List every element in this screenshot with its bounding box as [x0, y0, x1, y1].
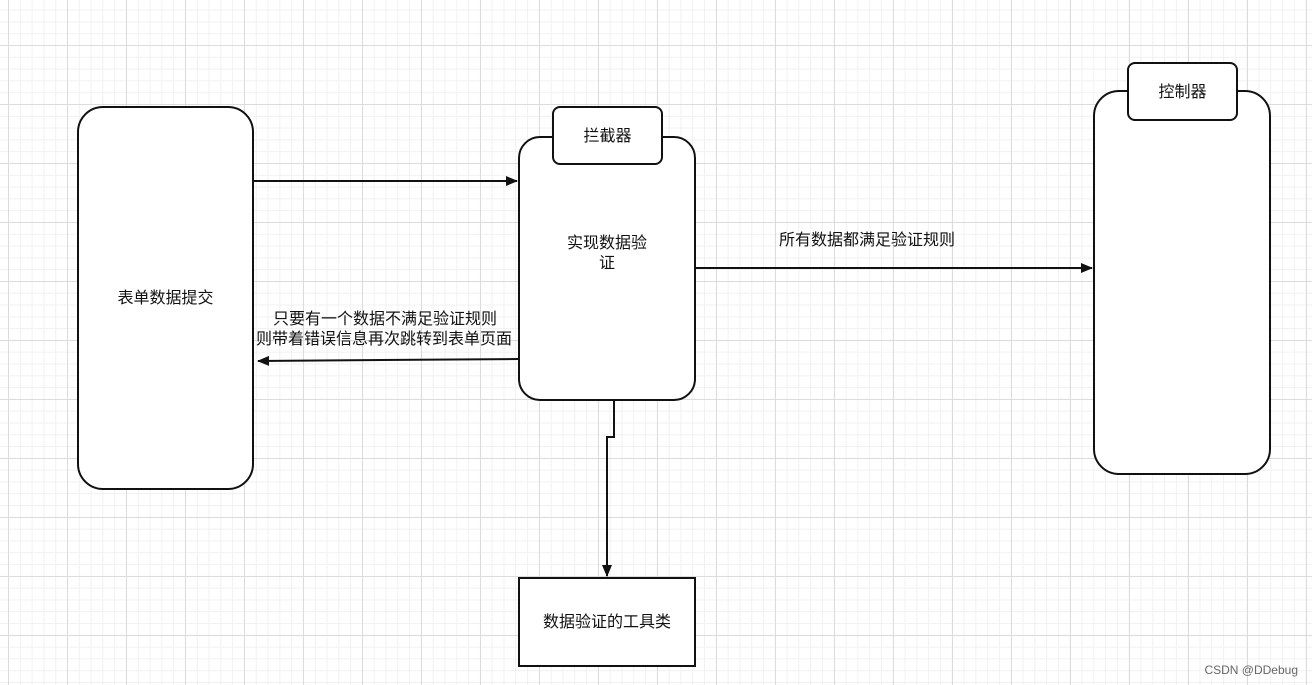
interceptor-node: 实现数据验 证 — [518, 136, 696, 401]
controller-tag-label: 控制器 — [1158, 81, 1207, 101]
controller-tag: 控制器 — [1127, 62, 1238, 121]
interceptor-tag-label: 拦截器 — [583, 125, 632, 145]
controller-node — [1093, 90, 1271, 475]
validation-label: 实现数据验 证 — [566, 232, 647, 272]
watermark: CSDN @DDebug — [1204, 663, 1298, 677]
edge-interceptor-to-form — [257, 355, 519, 366]
edge-label-back-line2: 则带着错误信息再次跳转到表单页面 — [256, 329, 513, 348]
interceptor-tag: 拦截器 — [552, 106, 663, 165]
edge-label-back-line1: 只要有一个数据不满足验证规则 — [273, 309, 498, 328]
form-submit-label: 表单数据提交 — [117, 288, 214, 307]
validation-util-node: 数据验证的工具类 — [518, 577, 696, 667]
edge-label-to-controller: 所有数据都满足验证规则 — [779, 230, 956, 249]
validation-util-label: 数据验证的工具类 — [542, 612, 671, 631]
form-submit-node: 表单数据提交 — [77, 106, 254, 490]
